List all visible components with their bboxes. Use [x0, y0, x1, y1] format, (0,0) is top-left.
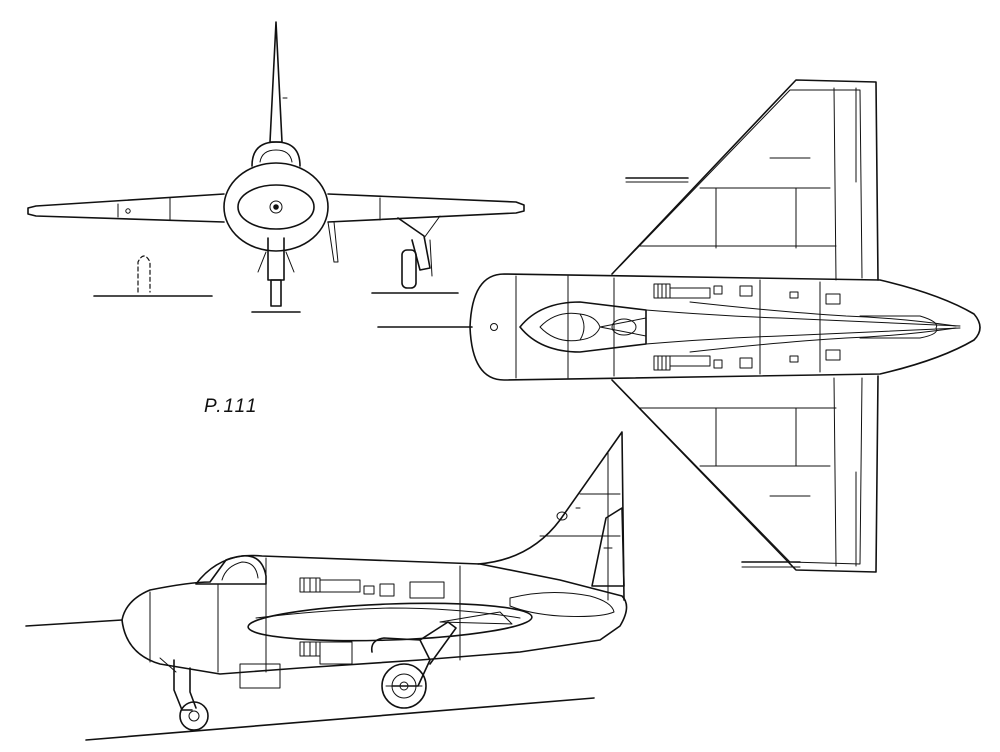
front-left-wing	[27, 193, 225, 223]
front-fin	[269, 21, 283, 143]
side-fin	[477, 431, 625, 601]
plan-canopy	[519, 301, 647, 353]
side-fuselage	[121, 554, 628, 675]
front-view	[27, 21, 525, 313]
front-intake	[237, 184, 315, 230]
side-pitot-probe	[25, 619, 123, 627]
front-right-main-gear	[397, 217, 431, 271]
side-gun-bays	[239, 577, 445, 689]
front-fuselage	[223, 162, 329, 252]
front-left-gear-outline	[137, 255, 151, 293]
plan-view	[377, 79, 981, 573]
aircraft-designation-label: P.111	[204, 396, 259, 417]
plan-upper-wing	[611, 79, 879, 281]
plan-lower-wing	[611, 375, 879, 573]
side-rudder	[591, 507, 625, 587]
side-wing-root	[247, 602, 533, 642]
front-nose-gear	[267, 237, 285, 281]
front-canopy	[251, 141, 301, 167]
plan-upper-gun-bay	[653, 283, 841, 305]
front-right-wing	[327, 193, 525, 223]
side-canopy	[195, 555, 267, 585]
side-main-gear	[370, 621, 457, 709]
side-view	[25, 431, 628, 741]
plan-fuselage	[469, 273, 981, 381]
side-nose-gear	[159, 657, 209, 731]
side-ground-line	[85, 697, 595, 741]
plan-lower-gun-bay	[653, 349, 841, 371]
